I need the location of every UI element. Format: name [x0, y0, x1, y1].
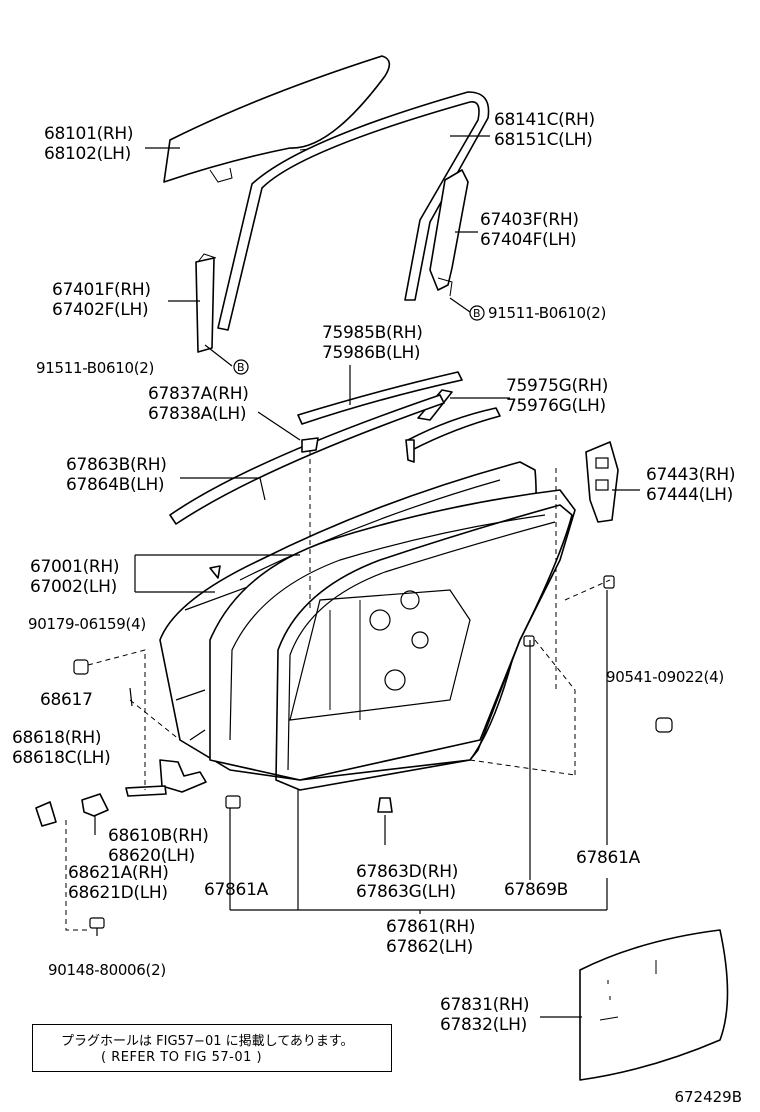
label-outer-weatherstrip-rh: 75975G(RH)	[506, 376, 609, 396]
label-outer-moulding: 75985B(RH) 75986B(LH)	[322, 323, 423, 363]
label-bolt-lower: 91511-B0610(2)	[36, 359, 155, 377]
callout-b-upper: B	[469, 305, 485, 321]
label-nut: 90179-06159(4)	[28, 615, 146, 633]
svg-text:B: B	[473, 307, 481, 320]
label-clip-a-left: 67861A	[204, 880, 268, 900]
label-outer-weatherstrip-lh: 75976G(LH)	[506, 396, 606, 416]
outer-weatherstrip	[405, 389, 501, 463]
service-hole-cover	[579, 929, 729, 1081]
label-hinge-upper-lh: 68618C(LH)	[12, 748, 111, 768]
label-service-hole-cover-rh: 67831(RH)	[440, 995, 530, 1015]
label-service-hole-cover-lh: 67832(LH)	[440, 1015, 527, 1035]
leader-lines	[94, 135, 640, 1018]
label-clip-d: 67863D(RH) 67863G(LH)	[356, 862, 458, 902]
label-hinge-lower: 68621A(RH) 68621D(LH)	[68, 863, 169, 903]
label-door-panel-rh: 67001(RH)	[30, 557, 120, 577]
front-sash	[195, 253, 217, 353]
label-pad-lh: 67838A(LH)	[148, 404, 247, 424]
glass-run-channel	[217, 91, 490, 331]
label-pad: 67837A(RH) 67838A(LH)	[148, 384, 249, 424]
label-clip-b: 67869B	[504, 880, 568, 900]
dashed-guides	[65, 450, 611, 931]
reference-note-box: プラグホールは FIG57−01 に掲載してあります。 ( REFER TO F…	[32, 1024, 392, 1072]
label-front-sash: 67401F(RH) 67402F(LH)	[52, 280, 151, 320]
label-glass: 68101(RH) 68102(LH)	[44, 124, 134, 164]
label-door-panel-lh: 67002(LH)	[30, 577, 117, 597]
label-bolt-upper: 91511-B0610(2)	[488, 304, 607, 322]
reference-note-en: ( REFER TO FIG 57-01 )	[101, 1050, 263, 1065]
door-glass	[163, 55, 391, 183]
label-inner-weatherstrip-lh: 67864B(LH)	[66, 475, 165, 495]
reference-note-jp: プラグホールは FIG57−01 に掲載してあります。	[61, 1034, 354, 1049]
label-hinge-upper: 68618(RH) 68618C(LH)	[12, 728, 111, 768]
label-hinge-upper-rh: 68618(RH)	[12, 728, 102, 748]
label-run-channel: 68141C(RH) 68151C(LH)	[494, 110, 595, 150]
door-weatherstrip	[275, 504, 573, 791]
label-inner-weatherstrip: 67863B(RH) 67864B(LH)	[66, 455, 167, 495]
label-run-channel-lh: 68151C(LH)	[494, 130, 593, 150]
outer-moulding	[297, 371, 463, 425]
label-hinge-lower-rh: 68621A(RH)	[68, 863, 169, 883]
label-front-sash-rh: 67401F(RH)	[52, 280, 151, 300]
label-service-hole-cover: 67831(RH) 67832(LH)	[440, 995, 530, 1035]
svg-text:B: B	[237, 361, 245, 374]
label-weatherstrip-rh: 67861(RH)	[386, 917, 476, 937]
label-bolt-bottom: 90148-80006(2)	[48, 961, 166, 979]
label-door-panel: 67001(RH) 67002(LH)	[30, 557, 120, 597]
label-clip-d-lh: 67863G(LH)	[356, 882, 456, 902]
label-weatherstrip-lh: 67862(LH)	[386, 937, 473, 957]
label-outer-weatherstrip: 75975G(RH) 75976G(LH)	[506, 376, 608, 416]
bracket	[585, 441, 619, 523]
label-clip-d-rh: 67863D(RH)	[356, 862, 459, 882]
label-weatherstrip: 67861(RH) 67862(LH)	[386, 917, 476, 957]
label-pad-rh: 67837A(RH)	[148, 384, 249, 404]
label-check-lh: 68620(LH)	[108, 846, 195, 866]
label-glass-rh: 68101(RH)	[44, 124, 134, 144]
rear-sash	[429, 169, 469, 297]
label-check-rh: 68610B(RH)	[108, 826, 209, 846]
label-pin: 68617	[40, 690, 93, 710]
label-bracket: 67443(RH) 67444(LH)	[646, 465, 736, 505]
label-glass-lh: 68102(LH)	[44, 144, 131, 164]
hinge-parts	[35, 437, 673, 936]
label-hinge-lower-lh: 68621D(LH)	[68, 883, 168, 903]
label-bolt-clip: 90541-09022(4)	[606, 668, 724, 686]
label-run-channel-rh: 68141C(RH)	[494, 110, 595, 130]
figure-id: 672429B	[674, 1088, 742, 1106]
label-rear-sash-lh: 67404F(LH)	[480, 230, 577, 250]
label-bracket-rh: 67443(RH)	[646, 465, 736, 485]
label-check: 68610B(RH) 68620(LH)	[108, 826, 209, 866]
label-inner-weatherstrip-rh: 67863B(RH)	[66, 455, 167, 475]
label-rear-sash: 67403F(RH) 67404F(LH)	[480, 210, 579, 250]
label-outer-moulding-lh: 75986B(LH)	[322, 343, 421, 363]
callout-b-lower: B	[233, 359, 249, 375]
label-front-sash-lh: 67402F(LH)	[52, 300, 149, 320]
label-bracket-lh: 67444(LH)	[646, 485, 733, 505]
label-outer-moulding-rh: 75985B(RH)	[322, 323, 423, 343]
label-clip-a-right: 67861A	[576, 848, 640, 868]
label-rear-sash-rh: 67403F(RH)	[480, 210, 579, 230]
door-inner-frame	[209, 489, 576, 781]
inner-weatherstrip	[169, 394, 445, 525]
